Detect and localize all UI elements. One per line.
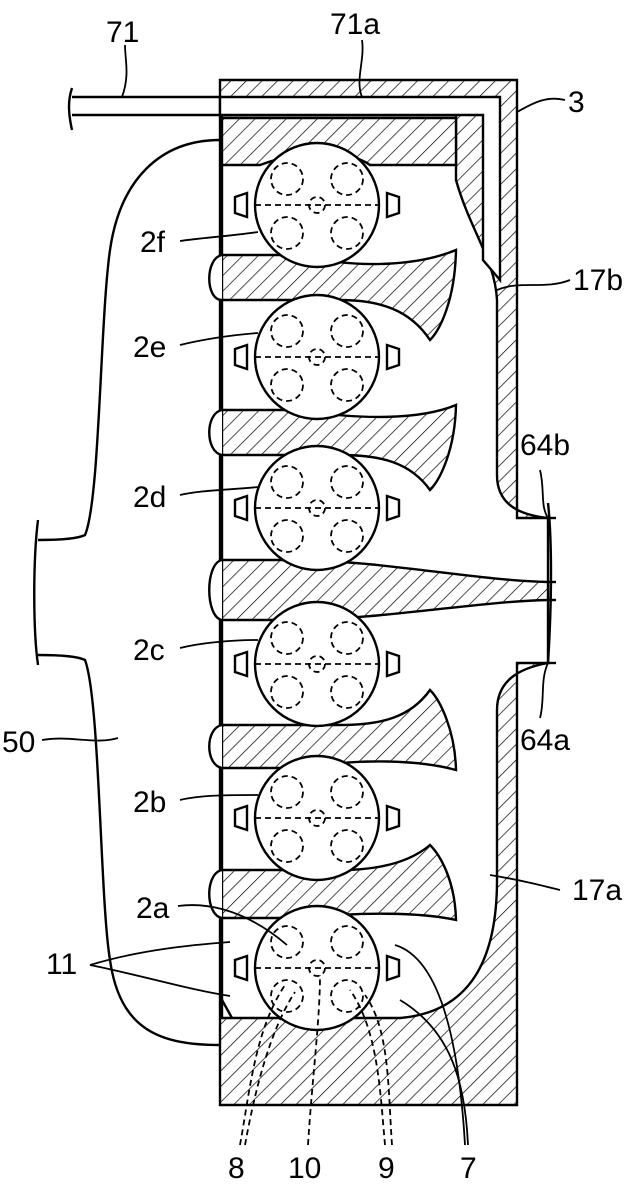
label-50: 50 bbox=[2, 726, 35, 759]
label-10: 10 bbox=[288, 1152, 321, 1185]
label-71: 71 bbox=[106, 16, 139, 49]
label-17a: 17a bbox=[572, 874, 622, 907]
cylinder-2f bbox=[233, 141, 401, 269]
pipe-71 bbox=[67, 87, 220, 131]
cylinder-2e bbox=[233, 293, 401, 421]
label-64b: 64b bbox=[520, 429, 570, 462]
cylinder-2d bbox=[233, 444, 401, 572]
label-2f: 2f bbox=[140, 226, 166, 259]
port-pipes bbox=[546, 502, 556, 665]
pipe-channel-71a bbox=[218, 95, 502, 284]
label-17b: 17b bbox=[573, 264, 623, 297]
label-2a: 2a bbox=[136, 892, 170, 925]
label-7: 7 bbox=[460, 1152, 477, 1185]
label-2e: 2e bbox=[133, 331, 166, 364]
label-64a: 64a bbox=[520, 724, 570, 757]
label-3: 3 bbox=[568, 86, 585, 119]
cylinder-2c bbox=[233, 600, 401, 728]
cylinder-2b bbox=[233, 754, 401, 882]
label-11: 11 bbox=[46, 948, 77, 981]
label-2d: 2d bbox=[133, 481, 166, 514]
label-2c: 2c bbox=[133, 634, 165, 667]
label-9: 9 bbox=[378, 1152, 395, 1185]
group-brace-50 bbox=[37, 138, 221, 1047]
label-8: 8 bbox=[228, 1152, 245, 1185]
cylinders bbox=[233, 141, 401, 1032]
leader-lines bbox=[41, 39, 571, 1146]
label-71a: 71a bbox=[330, 8, 380, 41]
label-2b: 2b bbox=[133, 786, 166, 819]
